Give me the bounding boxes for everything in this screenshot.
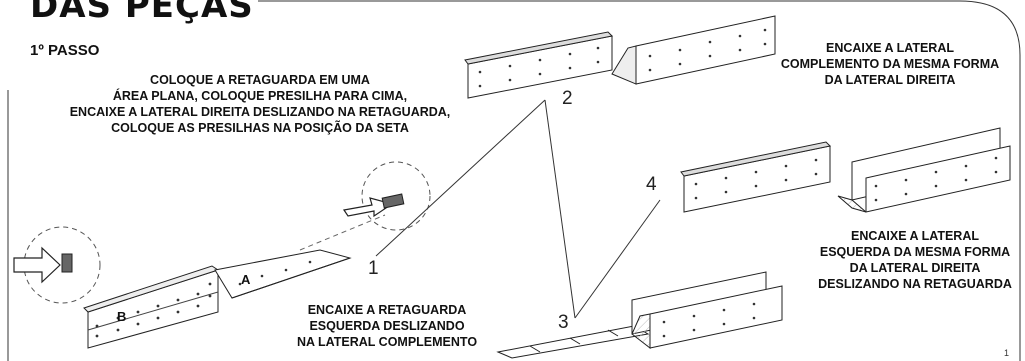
instruction-line: ENCAIXE A LATERAL [825, 41, 954, 55]
callout-lines [375, 99, 661, 319]
instruction-line: ESQUERDA DA MESMA FORMA [819, 245, 1011, 259]
page-title: DAS PEÇAS [30, 0, 254, 26]
panel-a [214, 249, 352, 299]
page-frame [7, 0, 1021, 361]
callout-number-1: 1 [368, 258, 379, 279]
instruction-step2: ENCAIXE A LATERAL COMPLEMENTO DA MESMA F… [780, 40, 1000, 88]
instruction-main: COLOQUE A RETAGUARDA EM UMA ÁREA PLANA, … [0, 72, 520, 136]
callout-number-2: 2 [562, 88, 573, 109]
instruction-step4: ENCAIXE A LATERAL ESQUERDA DA MESMA FORM… [805, 228, 1025, 292]
panel-b [83, 265, 220, 349]
step3-panel-floor [496, 325, 650, 359]
instruction-step3: ENCAIXE A RETAGUARDA ESQUERDA DESLIZANDO… [262, 302, 512, 350]
callout-number-3: 3 [558, 312, 569, 333]
clip-icon [381, 193, 405, 209]
instruction-line: DA LATERAL DIREITA [849, 261, 981, 275]
step2-panel-right [611, 15, 776, 85]
instruction-line: ÁREA PLANA, COLOQUE PRESILHA PARA CIMA, [112, 89, 408, 103]
step4-panel-left [680, 141, 832, 213]
instruction-line: NA LATERAL COMPLEMENTO [296, 335, 478, 349]
step3-panel-walls [631, 271, 783, 350]
step4-panel-right [837, 127, 1011, 213]
instruction-line: COMPLEMENTO DA MESMA FORMA [780, 57, 1000, 71]
step2-panel-left [464, 31, 614, 99]
part-label-a: A [241, 272, 251, 287]
arrow-icon [342, 197, 394, 218]
dim-label-right: 1 [1004, 348, 1009, 358]
instruction-line: ENCAIXE A LATERAL DIREITA DESLIZANDO NA … [69, 105, 451, 119]
instruction-line: ESQUERDA DESLIZANDO [309, 319, 465, 333]
clip-icon [61, 253, 73, 273]
instruction-line: COLOQUE A RETAGUARDA EM UMA [150, 73, 370, 87]
instruction-line: DESLIZANDO NA RETAGUARDA [818, 277, 1012, 291]
part-label-b: B [117, 309, 127, 324]
callout-number-4: 4 [646, 174, 657, 195]
alignment-dash-line [299, 214, 386, 251]
arrow-icon [13, 246, 61, 284]
instruction-line: DA LATERAL DIREITA [824, 73, 956, 87]
step-label: 1º PASSO [30, 42, 100, 59]
instruction-line: ENCAIXE A LATERAL [850, 229, 979, 243]
instruction-line: COLOQUE AS PRESILHAS NA POSIÇÃO DA SETA [111, 121, 409, 135]
instruction-line: ENCAIXE A RETAGUARDA [307, 303, 467, 317]
detail-circle-right [361, 161, 431, 231]
